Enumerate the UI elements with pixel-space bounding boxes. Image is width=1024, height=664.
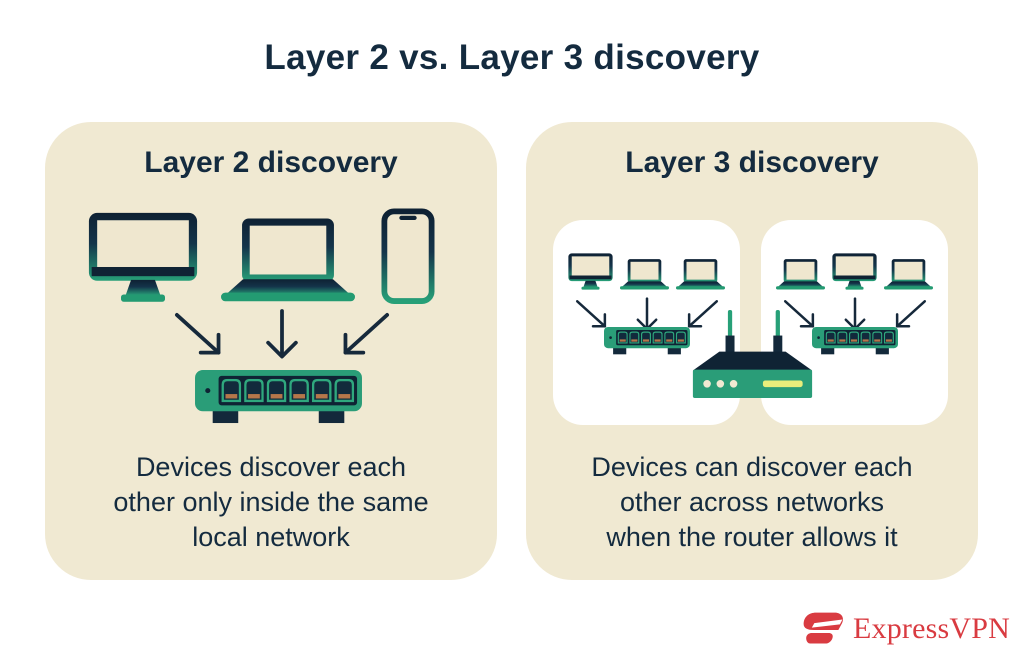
device-row [761,220,948,290]
laptop-icon [676,259,725,291]
wifi-router-icon [691,310,814,399]
network-switch-icon [195,370,362,425]
caption-line: Devices can discover each [591,452,913,482]
caption-line: when the router allows it [606,522,898,552]
desktop-monitor-icon [832,253,877,290]
brand-name: ExpressVPN [853,611,1010,645]
network-switch-icon [812,327,898,355]
brand-logo: ExpressVPN [798,608,1010,649]
smartphone-icon [381,208,435,304]
laptop-icon [620,259,669,291]
layer2-heading: Layer 2 discovery [144,146,398,179]
desktop-monitor-icon [568,253,613,290]
caption-line: other only inside the same [113,487,429,517]
layer3-heading: Layer 3 discovery [625,146,879,179]
layer2-panel: Layer 2 discovery Devices discover each … [45,122,497,580]
caption-line: other across networks [619,487,885,517]
layer3-panel: Layer 3 discovery [526,122,978,580]
caption-line: Devices discover each [135,452,407,482]
network-switch-icon [604,327,690,355]
down-arrows-icon [163,307,401,367]
laptop-icon [776,259,825,291]
desktop-monitor-icon [88,212,198,302]
page-title: Layer 2 vs. Layer 3 discovery [264,38,760,77]
device-row [553,220,740,290]
layer2-caption: Devices discover each other only inside … [45,450,497,555]
laptop-icon [221,218,355,304]
layer3-caption: Devices can discover each other across n… [526,450,978,555]
caption-line: local network [192,522,350,552]
expressvpn-logo-icon [798,608,845,649]
laptop-icon [884,259,933,291]
